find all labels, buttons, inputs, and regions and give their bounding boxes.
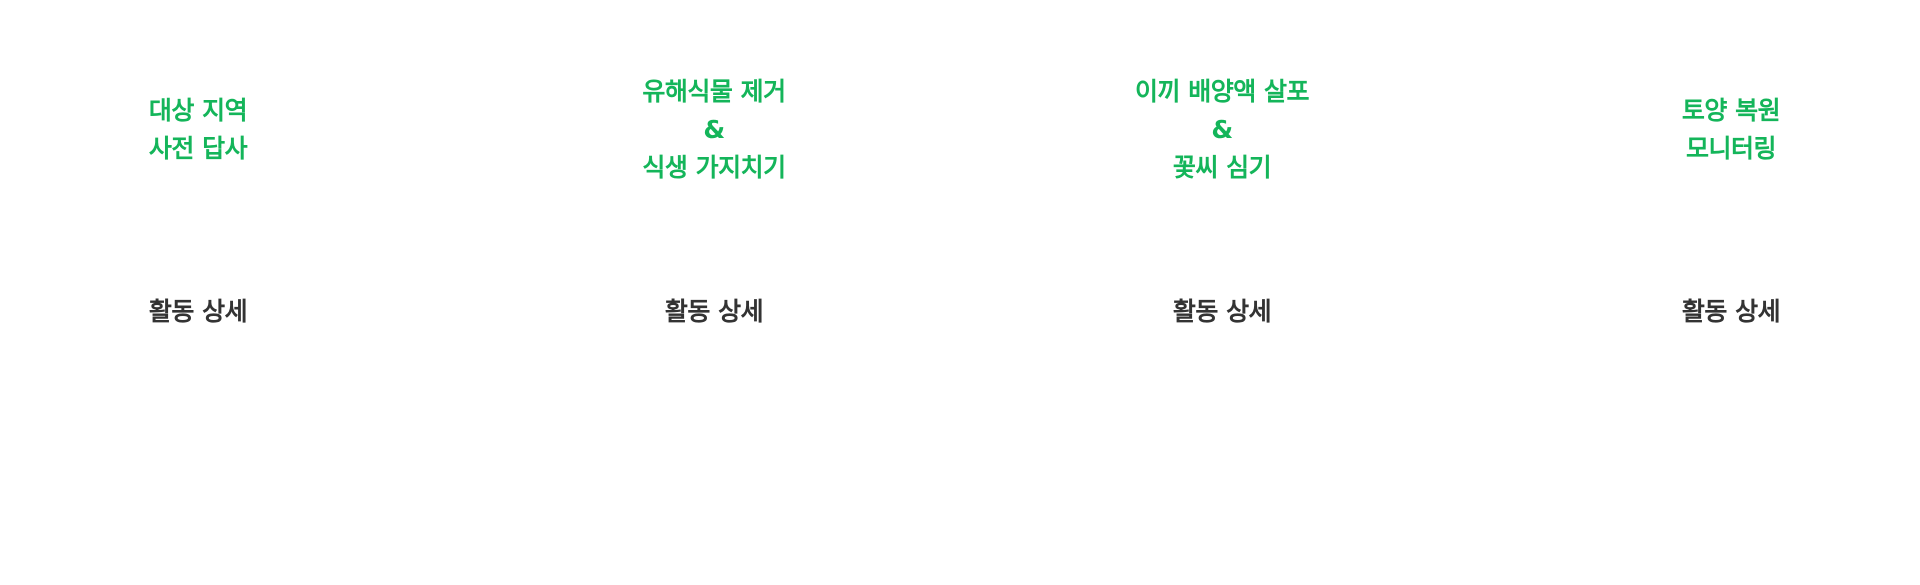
activity-detail-link[interactable]: 활동 상세 xyxy=(1681,297,1781,326)
step-title: 이끼 배양액 살포 & 꽃씨 심기 xyxy=(1072,74,1372,186)
step-title: 토양 복원 모니터링 xyxy=(1581,74,1881,186)
step-title-line: & xyxy=(703,115,725,144)
step-title: 대상 지역 사전 답사 xyxy=(48,74,348,186)
step-title-line: 이끼 배양액 살포 xyxy=(1135,77,1309,106)
step-moss-spray-seeding: 이끼 배양액 살포 & 꽃씨 심기 활동 상세 xyxy=(1072,0,1372,585)
step-weed-removal-pruning: 유해식물 제거 & 식생 가지치기 활동 상세 xyxy=(564,0,864,585)
step-title-line: 대상 지역 xyxy=(148,96,248,125)
step-title-line: 유해식물 제거 xyxy=(642,77,786,106)
step-title-line: 꽃씨 심기 xyxy=(1172,153,1272,182)
step-title-line: & xyxy=(1211,115,1233,144)
step-title-line: 토양 복원 xyxy=(1681,96,1781,125)
step-title-line: 식생 가지치기 xyxy=(642,153,786,182)
step-soil-restoration-monitoring: 토양 복원 모니터링 활동 상세 xyxy=(1581,0,1881,585)
activity-detail-link[interactable]: 활동 상세 xyxy=(148,297,248,326)
step-title-line: 사전 답사 xyxy=(148,134,248,163)
step-site-survey: 대상 지역 사전 답사 활동 상세 xyxy=(48,0,348,585)
step-title-line: 모니터링 xyxy=(1685,134,1777,163)
activity-detail-link[interactable]: 활동 상세 xyxy=(1172,297,1272,326)
activity-detail-link[interactable]: 활동 상세 xyxy=(664,297,764,326)
step-title: 유해식물 제거 & 식생 가지치기 xyxy=(564,74,864,186)
